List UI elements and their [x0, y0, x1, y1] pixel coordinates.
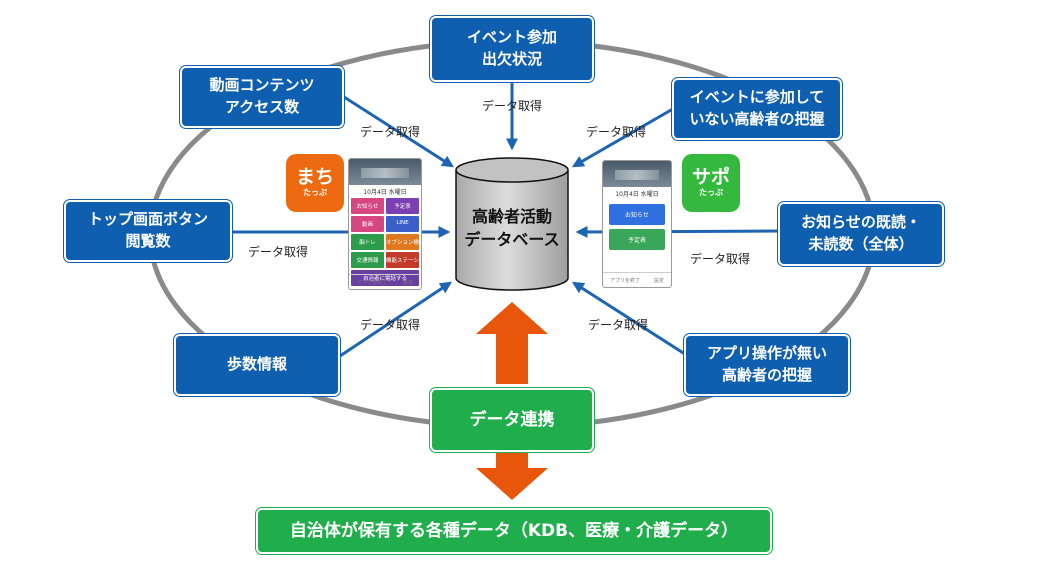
phone-footer: アプリを終了 設定: [603, 272, 671, 287]
phone-tile-grid: お知らせ 予定表 動画 LINE 脳トレ オプション機能 交通情報 機能ステーシ…: [349, 198, 421, 286]
tile-line: LINE: [386, 216, 419, 232]
arrow-nonpart: [571, 104, 679, 168]
phone-footer: アプリを終了 設定: [349, 274, 421, 289]
machi-tap-phone-screenshot: 10月4日 水曜日 お知らせ 予定表 動画 LINE 脳トレ オプション機能 交…: [348, 158, 422, 290]
sapo-tap-phone-screenshot: 10月4日 水曜日 お知らせ 予定表 アプリを終了 設定: [602, 160, 672, 288]
top-screen-line2: 閲覧数: [125, 232, 171, 250]
sapo-icon-text: サポ: [691, 165, 730, 188]
phone-header-image: [349, 159, 421, 185]
tile-traffic: 交通情報: [351, 252, 384, 268]
no-operation-box: アプリ操作が無い 高齢者の把握: [684, 334, 850, 396]
top-screen-line1: トップ画面ボタン: [87, 210, 208, 229]
tile-option: オプション機能: [386, 234, 419, 250]
phone-header-image: [603, 161, 671, 187]
machi-icon-text: まち: [295, 165, 334, 188]
database-cylinder: [455, 157, 569, 291]
no-operation-line2: 高齢者の把握: [721, 366, 812, 384]
non-participants-line2: いない高齢者の把握: [689, 110, 825, 128]
machi-tap-app-icon: まち たっぷ: [286, 154, 344, 212]
notice-read-line2: 未読数（全体）: [808, 235, 914, 253]
database-label: 高齢者活動 データベース: [456, 198, 568, 258]
phone-date: 10月4日 水曜日: [615, 191, 659, 198]
footer-exit: アプリを終了: [356, 279, 387, 286]
arrow-video: [343, 95, 455, 168]
top-screen-box: トップ画面ボタン 閲覧数: [64, 200, 232, 262]
arrow-nooper: [571, 281, 689, 358]
video-access-box: 動画コンテンツ アクセス数: [180, 66, 344, 128]
video-access-line2: アクセス数: [224, 98, 300, 116]
arrow-steps: [339, 281, 452, 358]
fetch-label-left: データ取得: [248, 245, 309, 259]
notice-read-line1: お知らせの既読・: [801, 213, 921, 232]
fetch-label-upper-right: データ取得: [586, 125, 647, 139]
phone-date: 10月4日 水曜日: [363, 189, 407, 196]
fetch-label-upper-left: データ取得: [360, 125, 421, 139]
fetch-label-right: データ取得: [690, 252, 751, 266]
data-link-label: データ連携: [469, 409, 555, 430]
sapo-tap-app-icon: サポ たっぷ: [682, 154, 740, 212]
data-link-box: データ連携: [430, 388, 594, 452]
phone-button-notice: お知らせ: [609, 204, 665, 225]
tile-brain: 脳トレ: [351, 234, 384, 250]
tile-station: 機能ステーション: [386, 252, 419, 268]
machi-icon-sub: たっぷ: [303, 188, 327, 198]
database-line2: データベース: [464, 230, 560, 249]
tile-schedule: 予定表: [386, 198, 419, 214]
footer-exit: アプリを終了: [609, 277, 640, 284]
municipal-data-box: 自治体が保有する各種データ（KDB、医療・介護データ）: [256, 508, 772, 554]
tile-notice: お知らせ: [351, 198, 384, 214]
fetch-label-lower-left: データ取得: [360, 318, 421, 332]
fetch-label-top: データ取得: [482, 99, 543, 113]
video-access-line1: 動画コンテンツ: [209, 76, 315, 95]
phone-button-schedule: 予定表: [609, 229, 665, 250]
event-participation-line1: イベント参加: [466, 28, 557, 47]
notice-read-box: お知らせの既読・ 未読数（全体）: [778, 202, 944, 266]
non-participants-line1: イベントに参加して: [689, 88, 825, 107]
event-participation-box: イベント参加 出欠状況: [430, 16, 594, 82]
no-operation-line1: アプリ操作が無い: [706, 344, 827, 363]
sapo-icon-sub: たっぷ: [699, 188, 723, 198]
non-participants-box: イベントに参加して いない高齢者の把握: [672, 78, 842, 140]
footer-settings: 設定: [653, 277, 664, 284]
municipal-data-label: 自治体が保有する各種データ（KDB、医療・介護データ）: [289, 520, 739, 541]
database-line1: 高齢者活動: [471, 206, 552, 226]
event-participation-line2: 出欠状況: [481, 50, 542, 68]
fetch-label-lower-right: データ取得: [588, 318, 649, 332]
footer-settings: 設定: [402, 279, 413, 286]
tile-video: 動画: [351, 216, 384, 232]
data-link-double-arrow: [476, 302, 548, 500]
steps-box: 歩数情報: [174, 334, 340, 396]
steps-line1: 歩数情報: [226, 355, 287, 374]
